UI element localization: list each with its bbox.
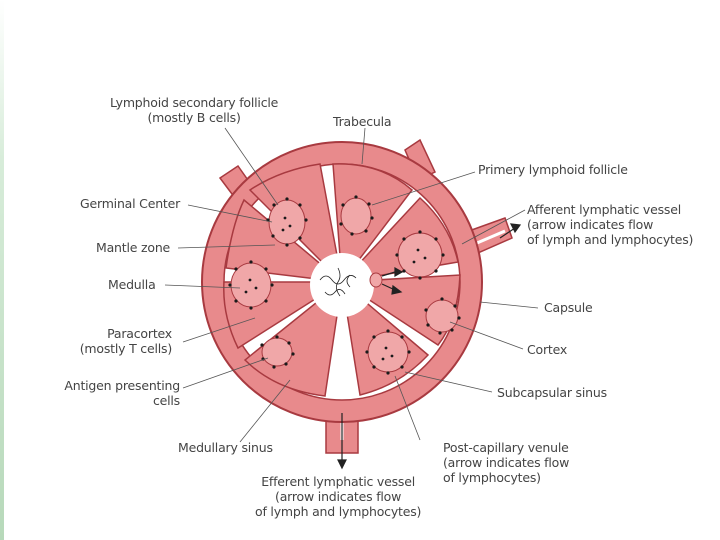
label-efferent-lymphatic-vessel: Efferent lymphatic vessel (arrow indicat… <box>255 474 422 519</box>
label-paracortex: Paracortex (mostly T cells) <box>79 326 172 356</box>
label-lymphoid-secondary-follicle: Lymphoid secondary follicle (mostly B ce… <box>110 95 279 125</box>
label-medullary-sinus: Medullary sinus <box>178 440 273 455</box>
label-trabecula: Trabecula <box>333 114 392 129</box>
leader-lines <box>164 127 539 443</box>
label-mantle-zone: Mantle zone <box>96 240 171 255</box>
medullary-squiggles <box>319 267 357 297</box>
label-afferent-lymphatic-vessel: Afferent lymphatic vessel (arrow indicat… <box>527 202 694 247</box>
follicle-dots <box>228 195 461 375</box>
label-germinal-center: Germinal Center <box>80 196 181 211</box>
label-medulla: Medulla <box>108 277 156 292</box>
label-capsule: Capsule <box>544 300 593 315</box>
medulla-center <box>310 253 374 317</box>
label-post-capillary-venule: Post-capillary venule (arrow indicates f… <box>443 440 570 485</box>
cortex-lobe-top <box>332 163 414 285</box>
label-antigen-presenting-cells: Antigen presenting cells <box>64 378 180 408</box>
slide-accent-bar <box>0 0 4 540</box>
label-subcapsular-sinus: Subcapsular sinus <box>497 385 607 400</box>
label-primary-lymphoid-follicle: Primery lymphoid follicle <box>478 162 628 177</box>
cortex-lobe-bottom-left <box>243 280 344 397</box>
label-cortex: Cortex <box>527 342 568 357</box>
